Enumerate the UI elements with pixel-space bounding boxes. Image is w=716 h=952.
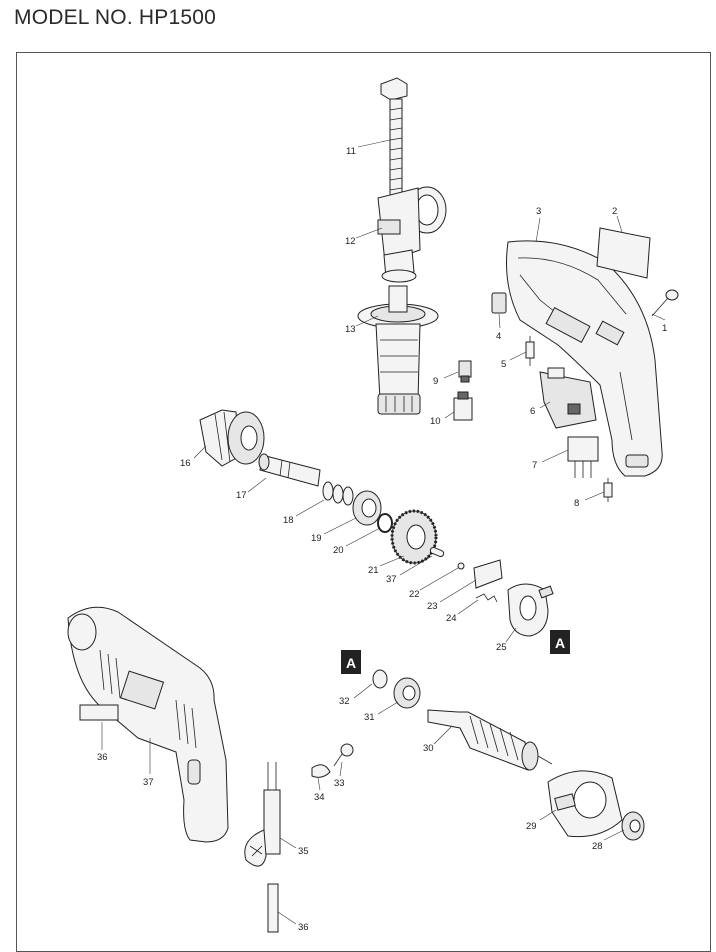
svg-text:A: A <box>555 635 565 651</box>
model-number-title: MODEL NO. HP1500 <box>14 6 216 29</box>
part-36-housing-left <box>67 606 229 843</box>
part-7-suppressor <box>567 436 599 478</box>
callout-22: 22 <box>409 589 420 600</box>
part-5-capacitor <box>525 336 535 366</box>
reference-mark-a-right: A <box>550 630 570 654</box>
callout-31: 33 <box>334 778 345 789</box>
callout-17: 17 <box>236 490 247 501</box>
callout-27: 29 <box>526 821 537 832</box>
callout-36: 37 <box>143 777 154 788</box>
part-37-pin <box>429 547 445 557</box>
part-17-spindle <box>258 453 321 487</box>
svg-text:A: A <box>346 655 356 671</box>
callout-32: 34 <box>314 792 325 803</box>
callout-1: 1 <box>662 323 667 334</box>
part-33-cord-guard <box>244 762 281 867</box>
callout-13: 13 <box>345 324 356 335</box>
callout-26: 28 <box>592 841 603 852</box>
part-9-brush <box>458 360 472 383</box>
part-6-switch <box>539 367 597 429</box>
part-34-cord <box>267 883 279 933</box>
callout-2: 2 <box>612 206 617 217</box>
part-20-retaining-ring <box>377 513 393 533</box>
callout-5: 5 <box>501 359 506 370</box>
part-35-label <box>79 704 119 721</box>
part-32-clip <box>311 764 331 778</box>
part-2-nameplate <box>596 227 651 279</box>
part-22-ball <box>457 562 465 570</box>
part-29-bearing <box>393 677 421 709</box>
callout-33: 35 <box>298 846 309 857</box>
part-25-change-lever <box>507 583 554 637</box>
callout-28: 30 <box>423 743 434 754</box>
part-28-armature <box>427 709 553 771</box>
part-19-bearing <box>352 490 382 526</box>
part-16-chuck <box>199 409 265 467</box>
callout-18: 18 <box>283 515 294 526</box>
reference-mark-a-left: A <box>341 650 361 674</box>
callout-16: 16 <box>180 458 191 469</box>
callout-20: 20 <box>333 545 344 556</box>
part-26-bearing <box>621 811 645 841</box>
callout-21: 21 <box>368 565 379 576</box>
part-10-brush-holder <box>453 391 473 421</box>
callout-6: 6 <box>530 406 535 417</box>
part-18-rings <box>322 481 354 506</box>
part-24-spring <box>475 593 498 603</box>
callout-12: 12 <box>345 236 356 247</box>
callout-29: 31 <box>364 712 375 723</box>
callout-25: 25 <box>496 642 507 653</box>
callout-10: 10 <box>430 416 441 427</box>
callout-35: 36 <box>97 752 108 763</box>
callout-23: 23 <box>427 601 438 612</box>
callout-4: 4 <box>496 331 501 342</box>
part-21-gear <box>390 509 438 565</box>
part-30-bushing <box>372 669 388 689</box>
callout-7: 7 <box>532 460 537 471</box>
callout-34: 36 <box>298 922 309 933</box>
callout-3: 3 <box>536 206 541 217</box>
callout-37: 37 <box>386 574 397 585</box>
callout-30: 32 <box>339 696 350 707</box>
part-12-clamp <box>377 186 447 283</box>
part-13-side-handle <box>357 285 439 415</box>
part-1-screw <box>651 289 679 317</box>
part-callouts: 11 12 13 3 2 1 4 5 9 10 6 7 8 16 17 18 1 <box>97 139 667 933</box>
callout-8: 8 <box>574 498 579 509</box>
callout-19: 19 <box>311 533 322 544</box>
part-23-plate <box>473 559 503 589</box>
callout-9: 9 <box>433 376 438 387</box>
part-8-capacitor <box>603 478 613 502</box>
part-11-bolt <box>380 77 408 200</box>
part-4-block <box>491 292 507 314</box>
callout-24: 24 <box>446 613 457 624</box>
part-27-field <box>547 770 623 838</box>
part-31-screw <box>333 743 354 767</box>
callout-11: 11 <box>346 146 356 157</box>
